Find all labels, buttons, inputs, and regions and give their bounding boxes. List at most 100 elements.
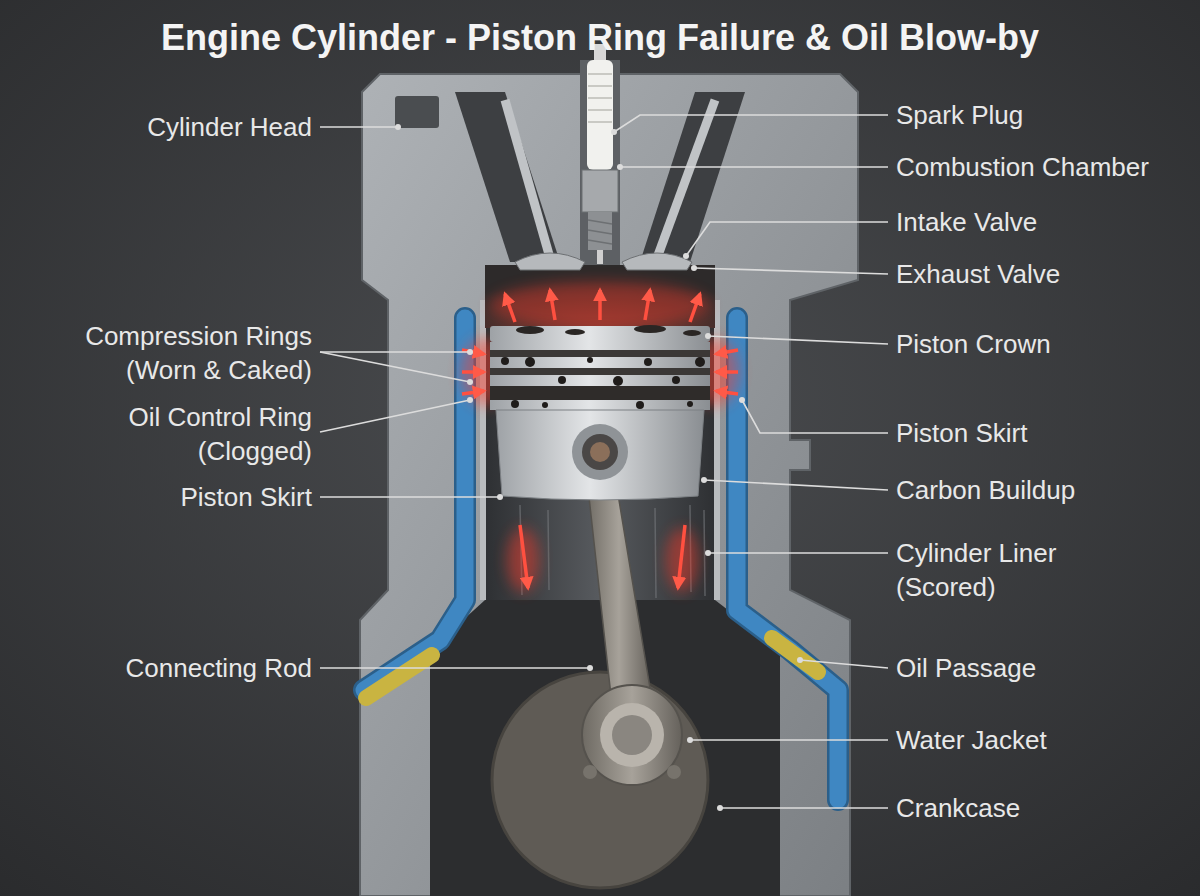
leader-lines-part bbox=[320, 496, 500, 498]
engine-block-part bbox=[640, 92, 745, 262]
leader-dots-part bbox=[705, 333, 711, 339]
piston-part-part bbox=[672, 376, 680, 384]
part-label: Oil Control Ring (Clogged) bbox=[62, 400, 312, 468]
leader-lines-part bbox=[320, 126, 398, 128]
leader-dots-part bbox=[717, 805, 723, 811]
leader-dots-part bbox=[683, 253, 689, 259]
spark-plug-part-part bbox=[588, 121, 612, 123]
spark-plug-part-part bbox=[588, 230, 612, 234]
piston-part-part bbox=[525, 357, 535, 367]
cylinder-bore-part-part bbox=[548, 510, 549, 590]
piston-part bbox=[490, 386, 710, 400]
spark-plug-part-part bbox=[588, 240, 612, 244]
spark-plug-part bbox=[588, 74, 612, 122]
piston-part-part bbox=[516, 326, 544, 334]
leader-lines-part bbox=[704, 480, 888, 490]
spark-plug-part bbox=[597, 250, 603, 264]
leader-lines-part bbox=[690, 739, 888, 741]
leader-dots-part bbox=[701, 477, 707, 483]
leader-dots-part bbox=[611, 129, 617, 135]
spark-plug-part-part bbox=[588, 220, 612, 224]
piston-part-part bbox=[644, 358, 652, 366]
leader-lines-part bbox=[742, 400, 888, 433]
piston-part bbox=[572, 424, 628, 480]
piston-part bbox=[516, 325, 701, 336]
combustion-chamber bbox=[485, 265, 715, 329]
leader-dots-part bbox=[395, 124, 401, 130]
leader-lines-part bbox=[620, 166, 888, 168]
connecting-rod-part bbox=[600, 703, 664, 767]
cylinder-bore-part-part bbox=[655, 508, 656, 598]
piston-part-part bbox=[565, 329, 585, 335]
cylinder-bore-part bbox=[485, 265, 715, 896]
leader-lines-part bbox=[694, 268, 888, 274]
leader-lines-part bbox=[614, 115, 888, 132]
combustion-chamber-part bbox=[490, 281, 710, 329]
piston bbox=[490, 325, 710, 500]
connecting-rod-part bbox=[583, 765, 597, 779]
spark-plug-part bbox=[588, 220, 612, 244]
leader-lines-part bbox=[320, 400, 470, 432]
part-label: Exhaust Valve bbox=[896, 257, 1060, 291]
piston-part bbox=[582, 434, 618, 470]
valves-part bbox=[515, 253, 585, 270]
blow-by-arrows-part bbox=[598, 290, 602, 320]
part-label: Oil Passage bbox=[896, 651, 1036, 685]
piston-part-part bbox=[558, 376, 566, 384]
part-label: Piston Crown bbox=[896, 327, 1051, 361]
leader-lines-part bbox=[686, 222, 888, 256]
water-jacket bbox=[364, 318, 838, 800]
blow-by-arrows-part bbox=[462, 370, 484, 374]
leader-lines-part bbox=[800, 660, 888, 668]
spark-plug-part-part bbox=[588, 85, 612, 87]
part-label: Water Jacket bbox=[896, 723, 1047, 757]
blow-by-arrows-part bbox=[505, 294, 515, 322]
blow-by-arrows-part bbox=[645, 290, 650, 320]
crank-counterweight bbox=[492, 672, 708, 888]
diagram-title: Engine Cylinder - Piston Ring Failure & … bbox=[0, 16, 1200, 60]
leader-dots-part bbox=[687, 737, 693, 743]
piston-part-part bbox=[695, 357, 705, 367]
leader-lines-part bbox=[320, 667, 590, 669]
part-label: Piston Skirt bbox=[181, 480, 313, 514]
spark-plug-part bbox=[582, 170, 618, 212]
spark-plug-part bbox=[587, 60, 613, 170]
water-jacket-part bbox=[737, 318, 838, 800]
part-label: Crankcase bbox=[896, 791, 1020, 825]
piston-part-part bbox=[636, 401, 644, 409]
piston-part-part bbox=[542, 402, 548, 408]
leader-dots-part bbox=[617, 164, 623, 170]
connecting-rod-part bbox=[586, 470, 652, 705]
leader-dots-part bbox=[797, 657, 803, 663]
cylinder-bore bbox=[480, 265, 720, 896]
leader-dots-part bbox=[467, 349, 473, 355]
oil-passage-part bbox=[366, 655, 432, 698]
part-label: Carbon Buildup bbox=[896, 473, 1075, 507]
valves-part bbox=[657, 100, 715, 258]
valves-part bbox=[505, 100, 550, 258]
piston-part bbox=[490, 368, 710, 375]
spark-plug bbox=[582, 44, 618, 264]
leader-lines-part bbox=[708, 336, 888, 344]
blow-by-arrows bbox=[462, 290, 738, 588]
piston-part-part bbox=[613, 376, 623, 386]
engine-block-part bbox=[395, 96, 439, 128]
blow-by-arrows-part bbox=[716, 391, 738, 394]
spark-plug-part-part bbox=[588, 97, 612, 99]
engine-block bbox=[360, 60, 858, 896]
piston-part bbox=[590, 442, 610, 462]
piston-part bbox=[490, 350, 710, 357]
leader-dots-part bbox=[705, 550, 711, 556]
piston-part bbox=[490, 342, 710, 410]
part-label: Spark Plug bbox=[896, 98, 1023, 132]
part-label: Intake Valve bbox=[896, 205, 1037, 239]
spark-plug-part bbox=[588, 212, 612, 250]
piston-part-part bbox=[683, 330, 701, 336]
leader-dots-part bbox=[467, 397, 473, 403]
piston-part-part bbox=[587, 357, 593, 363]
blow-by-arrows-part bbox=[550, 290, 555, 320]
part-label: Combustion Chamber bbox=[896, 150, 1149, 184]
part-label: Cylinder Liner (Scored) bbox=[896, 536, 1116, 604]
part-label: Piston Skirt bbox=[896, 416, 1028, 450]
